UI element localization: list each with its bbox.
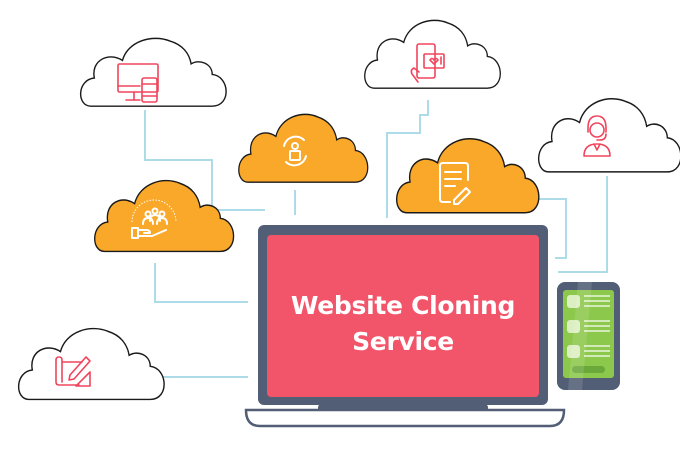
phone-like-notification-icon: [410, 43, 445, 83]
document-edit-icon: [439, 162, 471, 205]
blueprint-pencil-icon: [55, 356, 91, 387]
monitor-phone-icon: [117, 63, 159, 103]
smartphone-illustration: [557, 282, 620, 390]
service-title-line1: Website Cloning: [290, 291, 516, 320]
team-hand-icon: [131, 199, 177, 239]
connector-lines: [144, 100, 608, 378]
service-title-line2: Service: [352, 327, 454, 356]
cloud-design-planning: [17, 327, 165, 401]
laptop-illustration: [244, 225, 566, 428]
service-title: Website Cloning Service: [268, 288, 538, 360]
laptop-screen: [267, 235, 539, 397]
user-refresh-icon: [283, 135, 307, 167]
cloud-user-sync: [238, 113, 369, 183]
laptop-base: [244, 408, 566, 428]
headset-agent-icon: [583, 115, 611, 157]
cloud-customer-support: [537, 97, 680, 173]
